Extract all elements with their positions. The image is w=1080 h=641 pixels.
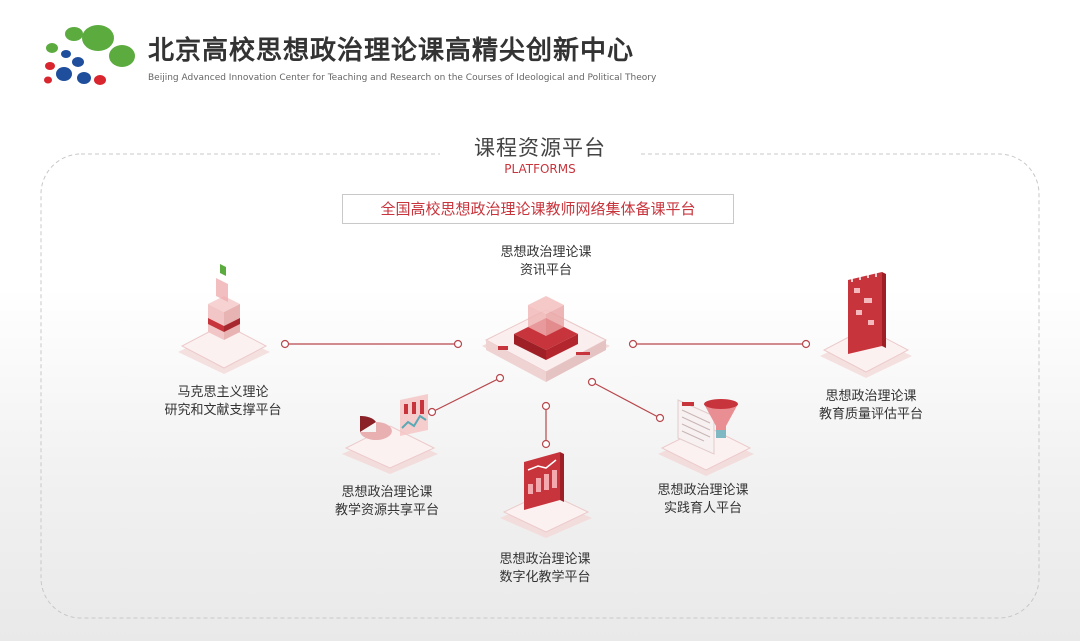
link-node: [801, 339, 811, 349]
quality-assessment-platform-illustration[interactable]: [818, 268, 914, 380]
link-bottom-left: [431, 377, 501, 413]
link-node: [655, 413, 665, 423]
practice-education-platform-label: 思想政治理论课 实践育人平台: [657, 483, 749, 516]
section-subtitle: PLATFORMS: [504, 162, 576, 176]
link-node: [495, 373, 505, 383]
link-node: [628, 339, 638, 349]
org-logo-icon: [44, 25, 135, 85]
resource-sharing-platform-label: 思想政治理论课 教学资源共享平台: [334, 485, 439, 518]
digital-teaching-platform-label: 思想政治理论课 数字化教学平台: [499, 552, 591, 585]
marxism-research-platform-illustration[interactable]: [176, 262, 272, 378]
section-title: 课程资源平台: [440, 132, 640, 162]
link-node: [587, 377, 597, 387]
quality-assessment-platform-label: 思想政治理论课 教育质量评估平台: [818, 389, 923, 422]
link-bottom-right: [591, 381, 661, 419]
org-name-en: Beijing Advanced Innovation Center for T…: [148, 73, 657, 83]
org-name-cn: 北京高校思想政治理论课高精尖创新中心: [148, 36, 635, 66]
practice-education-platform-illustration[interactable]: [656, 390, 756, 476]
digital-teaching-platform-illustration[interactable]: [498, 446, 594, 540]
info-platform-label: 思想政治理论课 资讯平台: [500, 245, 592, 278]
link-node: [541, 439, 551, 449]
resource-sharing-platform-illustration[interactable]: [340, 392, 440, 474]
info-platform-illustration[interactable]: [478, 288, 614, 392]
link-node: [453, 339, 463, 349]
collective-lesson-platform-banner[interactable]: 全国高校思想政治理论课教师网络集体备课平台: [342, 194, 734, 224]
link-node: [280, 339, 290, 349]
link-node: [427, 407, 437, 417]
link-node: [541, 401, 551, 411]
marxism-research-platform-label: 马克思主义理论 研究和文献支撑平台: [164, 385, 282, 418]
